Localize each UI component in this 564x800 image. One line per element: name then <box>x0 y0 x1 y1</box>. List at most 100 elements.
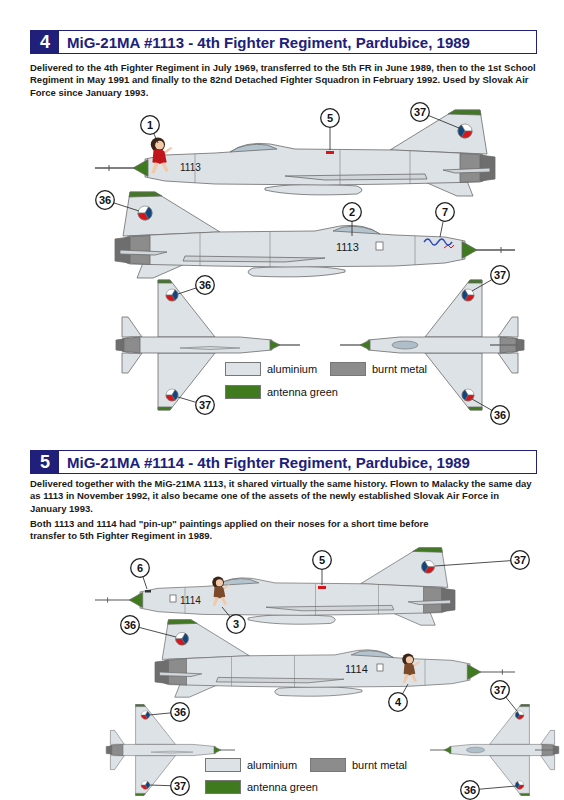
legend-text: antenna green <box>261 386 338 398</box>
pin-up-painting <box>402 654 420 683</box>
callout-number: 1 <box>140 115 160 135</box>
callout-outline <box>411 103 430 122</box>
callout-number: 37 <box>170 776 190 796</box>
pin-up-painting <box>151 137 172 173</box>
legend-entry: burnt metal <box>330 362 427 376</box>
legend-text: aluminium <box>241 759 297 771</box>
section-heading: 5MiG-21MA #1114 - 4th Fighter Regiment, … <box>30 450 537 474</box>
callout-outline <box>141 116 160 135</box>
callout-number: 1 <box>140 115 160 135</box>
callout-outline <box>227 615 246 634</box>
legend-entry: burnt metal <box>310 758 407 772</box>
callout-outline <box>343 203 362 222</box>
stencil-decal <box>145 590 151 593</box>
callout-number: 36 <box>195 275 215 295</box>
callout-number: 36 <box>460 780 480 800</box>
leader-lines <box>130 560 520 790</box>
pin-up-painting <box>212 577 230 606</box>
callout-number: 36 <box>195 275 215 295</box>
callout-outline <box>196 276 215 295</box>
callout-number: 3 <box>226 614 246 634</box>
callout-number: 37 <box>490 265 510 285</box>
callout-number: 7 <box>435 202 455 222</box>
history-note: Both 1113 and 1114 had "pin-up" painting… <box>30 518 450 543</box>
legend-entry: aluminium <box>205 758 297 772</box>
callout-outline <box>511 551 530 570</box>
callout-outline <box>491 266 510 285</box>
right-side-view <box>115 192 515 278</box>
callout-outline <box>96 191 115 210</box>
art-part <box>490 344 518 345</box>
callout-outline <box>121 616 140 635</box>
top-view <box>340 280 524 410</box>
callout-number: 36 <box>95 190 115 210</box>
callout-outline <box>461 781 480 800</box>
callout-number: 37 <box>490 265 510 285</box>
top-view <box>430 705 559 796</box>
left-side-view <box>95 110 495 196</box>
callout-number: 7 <box>435 202 455 222</box>
legend-entry: aluminium <box>225 362 317 376</box>
callout-number: 36 <box>170 702 190 722</box>
callout-number: 37 <box>195 395 215 415</box>
right-side-view <box>155 620 515 697</box>
callout-number: 4 <box>388 692 408 712</box>
callout-outline <box>196 396 215 415</box>
section-title: MiG-21MA #1113 - 4th Fighter Regiment, P… <box>59 34 470 51</box>
legend-swatch <box>205 758 241 772</box>
callout-number: 6 <box>130 558 150 578</box>
serial-number: 1114 <box>345 662 368 676</box>
callout-outline <box>171 777 190 796</box>
legend-text: antenna green <box>241 781 318 793</box>
legend-swatch <box>310 758 346 772</box>
callout-number: 36 <box>460 780 480 800</box>
history-note: Delivered together with the MiG-21MA 111… <box>30 478 537 515</box>
art-part <box>466 747 484 753</box>
left-side-view <box>95 548 455 625</box>
legend-swatch <box>225 385 261 399</box>
serial-number: 1113 <box>180 161 201 174</box>
callout-number: 37 <box>490 680 510 700</box>
leader-lines <box>105 112 500 415</box>
callout-outline <box>131 559 150 578</box>
callout-outline <box>171 703 190 722</box>
serial-number: 1114 <box>180 594 201 607</box>
legend-swatch <box>225 362 261 376</box>
callout-number: 3 <box>226 614 246 634</box>
callout-number: 37 <box>410 102 430 122</box>
callout-number: 36 <box>490 405 510 425</box>
legend-entry: antenna green <box>225 385 338 399</box>
section-number: 4 <box>31 31 59 53</box>
stencil-decal <box>318 586 326 589</box>
callout-number: 36 <box>170 702 190 722</box>
flag-box <box>377 664 383 671</box>
callout-number: 2 <box>342 202 362 222</box>
callout-number: 37 <box>410 102 430 122</box>
stencil-decal <box>326 151 334 154</box>
callout-number: 36 <box>120 615 140 635</box>
callout-number: 37 <box>490 680 510 700</box>
flag-box <box>170 595 176 602</box>
callout-outline <box>389 693 408 712</box>
section-heading: 4MiG-21MA #1113 - 4th Fighter Regiment, … <box>30 30 537 54</box>
flag-box <box>376 242 383 250</box>
legend-text: aluminium <box>261 363 317 375</box>
callout-number: 5 <box>312 550 332 570</box>
callout-number: 36 <box>490 405 510 425</box>
serial-number: 1113 <box>336 240 359 254</box>
callout-number: 6 <box>130 558 150 578</box>
callout-number: 37 <box>510 550 530 570</box>
section-title: MiG-21MA #1114 - 4th Fighter Regiment, P… <box>59 454 470 471</box>
callout-number: 36 <box>95 190 115 210</box>
callout-outline <box>313 551 332 570</box>
script-decal <box>444 245 454 248</box>
legend-text: burnt metal <box>366 363 427 375</box>
callout-outline <box>491 681 510 700</box>
art-part <box>535 750 555 751</box>
legend-swatch <box>330 362 366 376</box>
legend-entry: antenna green <box>205 780 318 794</box>
art-part <box>430 705 559 796</box>
section-number: 5 <box>31 451 59 473</box>
legend-text: burnt metal <box>346 759 407 771</box>
